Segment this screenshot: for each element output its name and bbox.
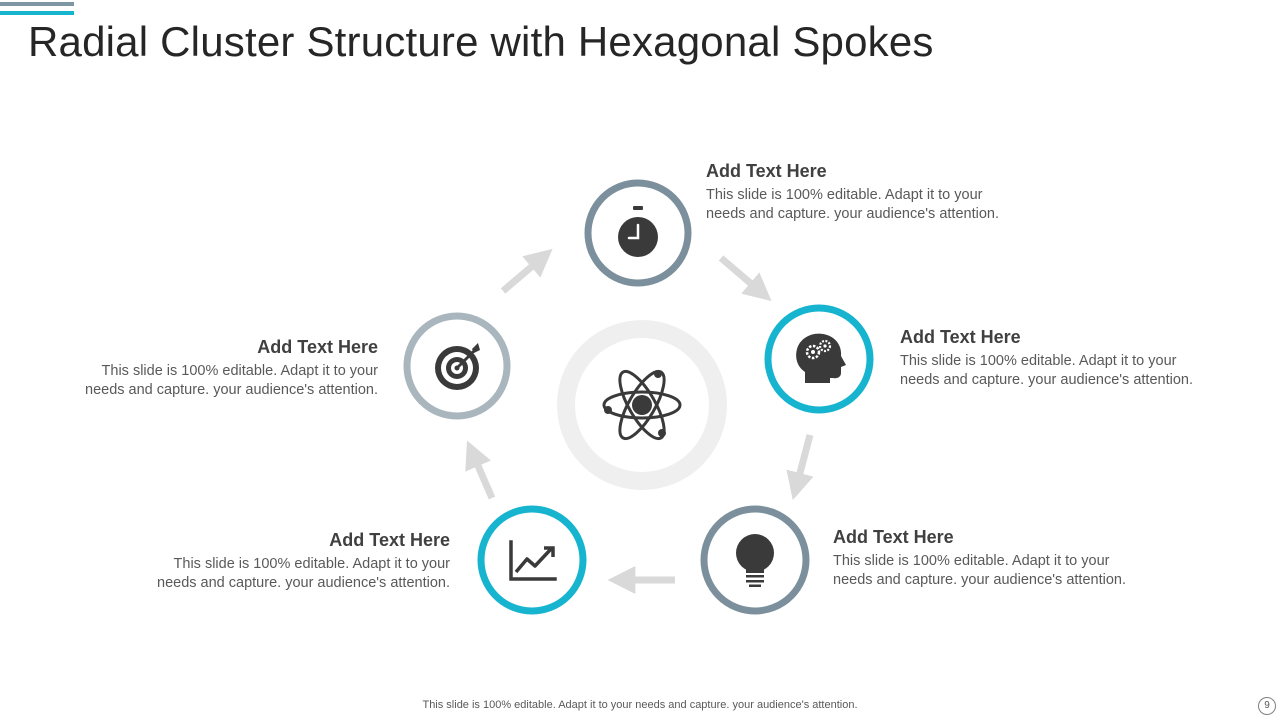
node-right-text: Add Text Here This slide is 100% editabl… xyxy=(900,327,1260,390)
node-top-text: Add Text Here This slide is 100% editabl… xyxy=(706,161,1066,224)
node-description-line: needs and capture. your audience's atten… xyxy=(157,575,450,591)
node-description-line: This slide is 100% editable. Adapt it to… xyxy=(101,363,378,379)
node-heading: Add Text Here xyxy=(329,530,450,550)
node-description: This slide is 100% editable. Adapt it to… xyxy=(900,352,1260,390)
node-heading: Add Text Here xyxy=(833,527,954,547)
target-icon xyxy=(435,343,480,390)
node-left-text: Add Text Here This slide is 100% editabl… xyxy=(18,337,378,400)
node-description-line: This slide is 100% editable. Adapt it to… xyxy=(706,187,983,203)
node-bottom-left-text: Add Text Here This slide is 100% editabl… xyxy=(90,530,450,593)
accent-bar-cyan xyxy=(0,11,74,15)
flow-arrows xyxy=(465,248,814,594)
arrow-bottomleft-to-left xyxy=(465,440,496,500)
node-description: This slide is 100% editable. Adapt it to… xyxy=(18,362,378,400)
node-description-line: needs and capture. your audience's atten… xyxy=(706,206,999,222)
node-description: This slide is 100% editable. Adapt it to… xyxy=(706,186,1066,224)
node-description-line: This slide is 100% editable. Adapt it to… xyxy=(173,556,450,572)
node-description-line: needs and capture. your audience's atten… xyxy=(900,372,1193,388)
node-heading: Add Text Here xyxy=(257,337,378,357)
arrow-top-to-right xyxy=(718,255,772,302)
arrow-left-to-top xyxy=(500,248,553,294)
node-bottom-right xyxy=(700,505,810,615)
node-bottom-left xyxy=(477,505,587,615)
arrow-right-to-bottomright xyxy=(786,434,814,501)
node-heading: Add Text Here xyxy=(900,327,1021,347)
node-description-line: This slide is 100% editable. Adapt it to… xyxy=(900,353,1177,369)
node-description-line: needs and capture. your audience's atten… xyxy=(85,382,378,398)
stopwatch-icon xyxy=(618,206,658,257)
node-description: This slide is 100% editable. Adapt it to… xyxy=(90,555,450,593)
node-left xyxy=(403,312,511,420)
node-top xyxy=(584,179,692,287)
center-hub xyxy=(557,320,727,490)
page-number: 9 xyxy=(1258,697,1276,715)
node-description-line: This slide is 100% editable. Adapt it to… xyxy=(833,553,1110,569)
node-right xyxy=(764,304,874,414)
growth-chart-icon xyxy=(509,540,557,581)
slide-title: Radial Cluster Structure with Hexagonal … xyxy=(28,18,934,65)
node-bottom-right-text: Add Text Here This slide is 100% editabl… xyxy=(833,527,1193,590)
accent-bar-gray xyxy=(0,2,74,6)
node-description: This slide is 100% editable. Adapt it to… xyxy=(833,552,1193,590)
head-gears-icon xyxy=(796,333,846,383)
atom-icon xyxy=(602,369,682,441)
node-heading: Add Text Here xyxy=(706,161,827,181)
node-description-line: needs and capture. your audience's atten… xyxy=(833,572,1126,588)
slide-footer: This slide is 100% editable. Adapt it to… xyxy=(422,699,858,711)
lightbulb-icon xyxy=(736,534,774,587)
